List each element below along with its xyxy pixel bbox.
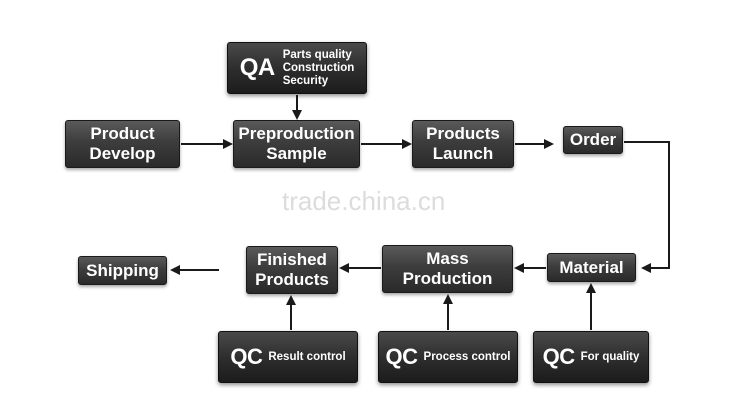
qc-for-quality-box: QC For quality	[533, 331, 649, 383]
node-shipping-label: Shipping	[86, 260, 159, 280]
node-material-label: Material	[559, 257, 624, 277]
qa-items: Parts quality Construction Security	[283, 49, 355, 88]
qc-quality-text: For quality	[580, 351, 640, 363]
node-order-label: Order	[569, 130, 617, 149]
node-finished-products: Finished Products	[246, 246, 338, 294]
node-preproduction-sample-label: Preproduction Sample	[238, 124, 355, 163]
arrow-order-to-material	[624, 141, 670, 273]
node-product-develop-label: Product Develop	[89, 124, 156, 163]
qa-item-security: Security	[282, 74, 329, 87]
qc-quality-label: QC	[542, 344, 576, 369]
qc-result-label: QC	[230, 344, 263, 369]
qc-process-text: Process control	[423, 351, 511, 363]
qc-result-text: Result control	[268, 351, 346, 363]
node-preproduction-sample: Preproduction Sample	[233, 120, 360, 168]
node-order: Order	[563, 126, 623, 154]
node-product-develop: Product Develop	[65, 120, 180, 168]
qa-item-parts-quality: Parts quality	[282, 48, 352, 61]
node-material: Material	[547, 253, 636, 282]
qa-label: QA	[239, 54, 276, 81]
qa-item-construction: Construction	[282, 61, 355, 74]
node-products-launch: Products Launch	[412, 120, 514, 168]
qa-box: QA Parts quality Construction Security	[227, 42, 367, 94]
qc-process-control-box: QC Process control	[378, 331, 518, 383]
qc-process-label: QC	[385, 344, 419, 369]
node-finished-products-label: Finished Products	[255, 250, 329, 289]
qc-result-control-box: QC Result control	[218, 331, 358, 383]
node-shipping: Shipping	[78, 256, 167, 285]
node-mass-production-label: Mass Production	[402, 249, 493, 288]
watermark: trade.china.cn	[282, 186, 446, 216]
node-products-launch-label: Products Launch	[426, 124, 500, 163]
node-mass-production: Mass Production	[382, 245, 513, 293]
